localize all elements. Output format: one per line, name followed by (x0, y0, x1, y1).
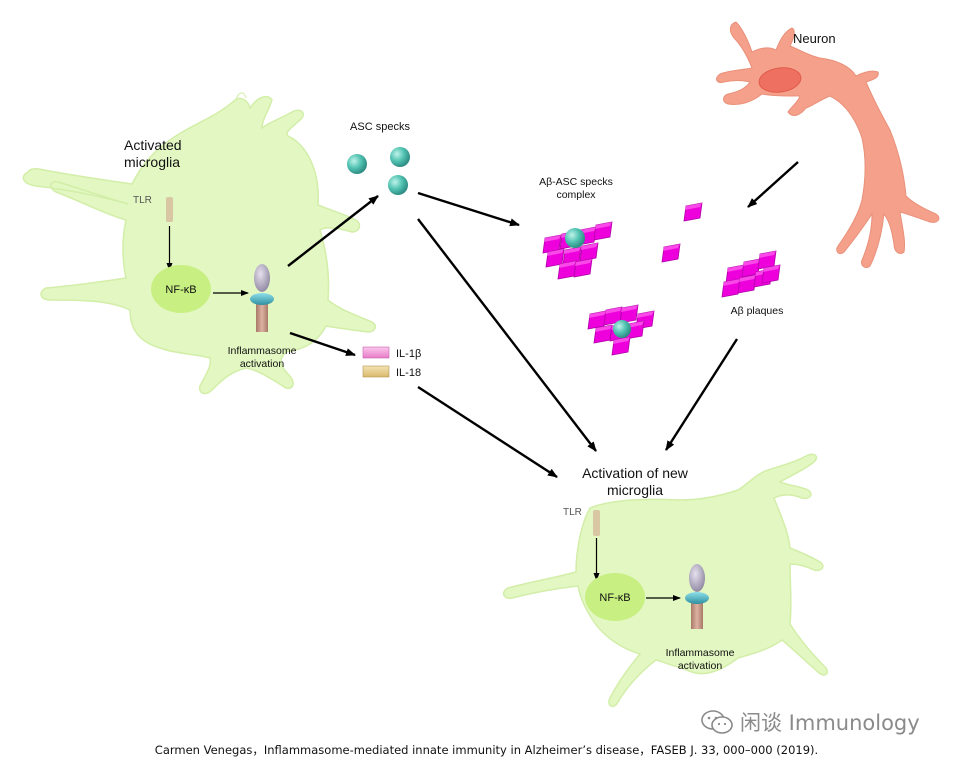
activated-microglia-label: microglia (124, 154, 180, 170)
neuron-nucleus (758, 67, 802, 93)
il18-label: IL-18 (396, 367, 421, 379)
ab-asc-complex-1 (542, 221, 613, 280)
asc-speck (390, 147, 410, 167)
il18-block (362, 365, 390, 378)
tlr-receptor (593, 510, 600, 536)
asc-specks-label: ASC specks (350, 121, 410, 133)
il1b-block (362, 346, 390, 359)
arrow-neuron-to-plaques (747, 161, 799, 208)
nfkb-label: NF-κB (165, 284, 196, 296)
inflammasome-receptor (685, 564, 709, 629)
nfkb-nucleus (151, 265, 211, 313)
asc-specks (347, 147, 410, 195)
arrow-microglia-to-asc (287, 195, 379, 267)
asc-speck (347, 154, 367, 174)
inflammasome-receptor (250, 264, 274, 332)
activated-microglia-label: Activated (124, 137, 182, 153)
inflammasome-label: Inflammasome (228, 345, 297, 357)
wechat-icon (701, 710, 733, 734)
inflammasome-label: activation (240, 358, 285, 370)
activated-microglia-cell (22, 92, 376, 395)
arrow-il-to-new-microglia (417, 385, 558, 479)
ab-plaques-label: Aβ plaques (731, 305, 784, 317)
tlr-receptor (166, 197, 173, 222)
pathway-arrows (287, 161, 799, 479)
ab-asc-complex-2 (587, 304, 655, 356)
tlr-label: TLR (563, 507, 582, 518)
ab-plaques-cluster (721, 250, 781, 298)
watermark-text: 闲谈 Immunology (740, 711, 920, 735)
ab-plaque-single (661, 243, 681, 263)
inflammasome-label: activation (678, 660, 723, 672)
arrow-asc-to-complex (417, 191, 520, 227)
nfkb-nucleus (585, 573, 645, 621)
arrow-plaques-to-new-microglia (664, 338, 739, 451)
asc-speck (388, 175, 408, 195)
tlr-label: TLR (133, 195, 152, 206)
il1b-label: IL-1β (396, 348, 421, 360)
new-microglia-label: microglia (607, 482, 663, 498)
neuron-label: Neuron (793, 31, 836, 46)
inflammasome-label: Inflammasome (666, 647, 735, 659)
ab-asc-complex-label: complex (556, 189, 596, 201)
new-microglia-label: Activation of new (582, 465, 689, 481)
neuron (716, 21, 940, 269)
new-microglia-cell (502, 453, 829, 708)
watermark: 闲谈 Immunology (700, 707, 920, 737)
ab-plaque-single (683, 202, 703, 222)
arrow-asc-to-new-microglia (417, 218, 597, 452)
citation-caption: Carmen Venegas，Inflammasome-mediated inn… (154, 743, 819, 757)
nfkb-label: NF-κB (599, 592, 630, 604)
ab-asc-complex-label: Aβ-ASC specks (539, 176, 613, 188)
arrow-microglia-to-il (289, 331, 356, 357)
